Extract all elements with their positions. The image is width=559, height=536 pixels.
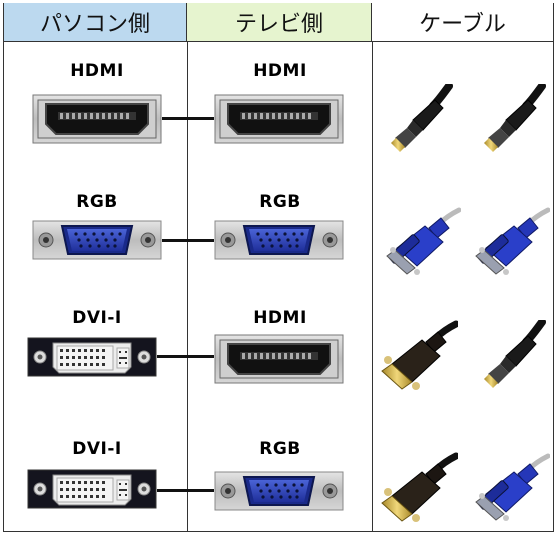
- header-pc-side-label: パソコン側: [39, 12, 150, 37]
- vga-cable-icon: [470, 452, 550, 522]
- column-divider: [372, 42, 373, 531]
- vga-port-icon: [32, 220, 162, 260]
- pc-connector-label: DVI-I: [72, 439, 122, 459]
- hdmi-port-icon: [32, 94, 162, 144]
- header-pc-side: パソコン側: [4, 3, 187, 42]
- connection-line: [162, 117, 214, 120]
- dvi-port-icon: [27, 469, 157, 509]
- hdmi-cable-icon: [476, 320, 546, 390]
- column-divider: [187, 42, 188, 531]
- header-cable: ケーブル: [372, 3, 553, 42]
- dvi-cable-icon: [378, 320, 458, 390]
- connection-line: [162, 239, 214, 242]
- tv-connector-label: RGB: [259, 192, 301, 212]
- header-tv-side-label: テレビ側: [234, 12, 323, 37]
- tv-connector-label: HDMI: [253, 308, 307, 328]
- dvi-cable-icon: [378, 452, 458, 522]
- hdmi-cable-icon: [383, 84, 453, 154]
- header-cable-label: ケーブル: [419, 12, 506, 37]
- hdmi-cable-icon: [476, 84, 546, 154]
- header-tv-side: テレビ側: [187, 3, 372, 42]
- hdmi-port-icon: [214, 94, 344, 144]
- tv-connector-label: RGB: [259, 439, 301, 459]
- vga-cable-icon: [381, 206, 461, 276]
- connection-line: [157, 489, 214, 492]
- tv-connector-label: HDMI: [253, 61, 307, 81]
- pc-connector-label: HDMI: [70, 61, 124, 81]
- hdmi-port-icon: [214, 334, 344, 384]
- dvi-port-icon: [27, 337, 157, 377]
- vga-cable-icon: [470, 206, 550, 276]
- vga-port-icon: [214, 220, 344, 260]
- connection-line: [157, 355, 214, 358]
- pc-connector-label: RGB: [76, 192, 118, 212]
- vga-port-icon: [214, 471, 344, 511]
- pc-connector-label: DVI-I: [72, 308, 122, 328]
